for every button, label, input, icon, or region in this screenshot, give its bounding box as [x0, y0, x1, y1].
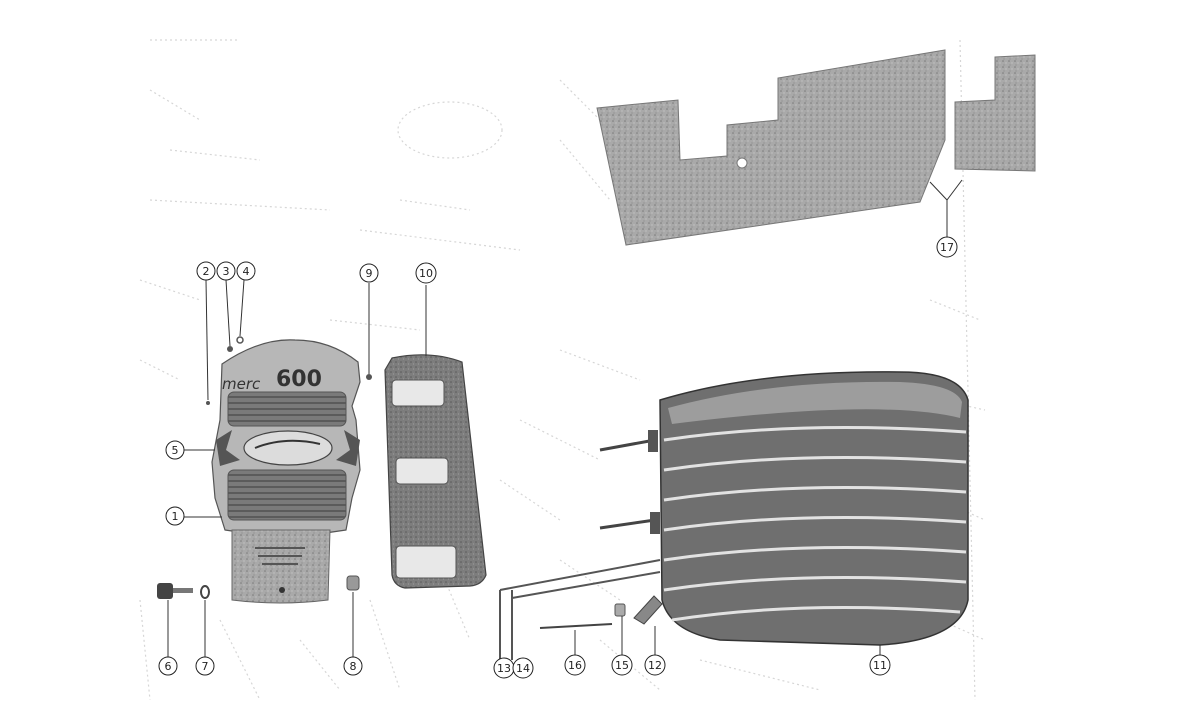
callout-6: 6: [158, 656, 178, 676]
callout-13: 13: [493, 657, 515, 679]
ghost-background-sketch: [139, 39, 986, 701]
part-16-rod: [539, 623, 613, 629]
callout-11: 11: [869, 654, 891, 676]
part-6-knob: [157, 583, 173, 599]
svg-text:13: 13: [497, 662, 511, 675]
svg-text:12: 12: [648, 659, 662, 672]
callout-1: 1: [165, 506, 185, 526]
svg-text:9: 9: [366, 267, 373, 280]
cover-brand-number: 600: [276, 367, 322, 392]
callout-17: 17: [936, 236, 958, 258]
callout-12: 12: [644, 654, 666, 676]
part-8-grommet: [346, 575, 360, 591]
part-11-cowl: [599, 371, 969, 646]
part-1-lower-cover: [231, 529, 331, 604]
part-13-14-linkage: [499, 559, 661, 660]
svg-text:15: 15: [615, 659, 629, 672]
small-hardware: [157, 336, 663, 660]
svg-text:16: 16: [568, 659, 582, 672]
part-1-front-cover: merc 600: [211, 339, 361, 536]
svg-text:10: 10: [419, 267, 433, 280]
callout-5: 5: [165, 440, 185, 460]
cover-emblem: [243, 430, 333, 466]
callout-3: 3: [216, 261, 236, 281]
part-2-pin: [206, 401, 210, 405]
part-9-clip: [366, 374, 372, 380]
part-12-latch: [633, 595, 663, 625]
callout-14: 14: [512, 657, 534, 679]
callout-2: 2: [196, 261, 216, 281]
svg-text:7: 7: [202, 660, 209, 673]
svg-text:6: 6: [165, 660, 172, 673]
part-10-gasket: [384, 354, 487, 589]
part-3-screw: [227, 346, 233, 352]
callout-8: 8: [343, 656, 363, 676]
svg-text:14: 14: [516, 662, 530, 675]
svg-text:17: 17: [940, 241, 954, 254]
cover-brand-label: merc: [222, 375, 261, 393]
callout-7: 7: [195, 656, 215, 676]
part-17-panels: [596, 49, 1036, 246]
svg-text:3: 3: [223, 265, 230, 278]
part-15-bushing: [614, 603, 626, 617]
leader-lines: [167, 179, 963, 668]
callout-4: 4: [236, 261, 256, 281]
callout-9: 9: [359, 263, 379, 283]
svg-text:5: 5: [172, 444, 179, 457]
svg-text:8: 8: [350, 660, 357, 673]
callout-16: 16: [564, 654, 586, 676]
svg-text:11: 11: [873, 659, 887, 672]
callouts: 1 2 3 4 5 6 7 8 9 10 11 12 13 14 15 16 1…: [158, 236, 958, 679]
svg-text:4: 4: [243, 265, 250, 278]
svg-text:1: 1: [172, 510, 179, 523]
part-4-washer: [236, 336, 244, 344]
callout-10: 10: [415, 262, 437, 284]
part-7-washer: [200, 585, 210, 599]
callout-15: 15: [611, 654, 633, 676]
svg-text:2: 2: [203, 265, 210, 278]
